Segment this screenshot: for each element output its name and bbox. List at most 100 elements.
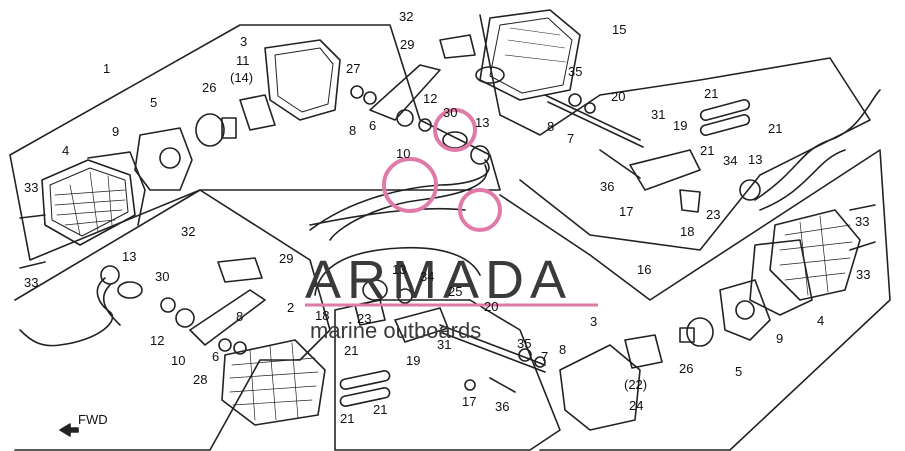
callout-c24: 24 — [629, 398, 643, 413]
callout-c35a: 35 — [568, 64, 582, 79]
callout-c8b: 8 — [547, 119, 554, 134]
callout-c22: (22) — [624, 377, 647, 392]
gasket-9-front-right — [87, 151, 146, 226]
stay-27 — [369, 64, 441, 121]
callout-c10a: 10 — [396, 146, 410, 161]
callout-c31a: 31 — [651, 107, 665, 122]
callout-c33b: 33 — [24, 275, 38, 290]
callout-c2: 2 — [287, 300, 294, 315]
callout-c17b: 17 — [462, 394, 476, 409]
lamp-lens-4-front-left — [221, 339, 326, 426]
housing-3-rear-left — [559, 344, 641, 431]
callout-c12a: 12 — [423, 91, 437, 106]
forward-arrow-icon — [59, 423, 79, 437]
callout-c32b: 32 — [181, 224, 195, 239]
callout-c23b: 23 — [357, 311, 371, 326]
callout-c21b: 21 — [768, 121, 782, 136]
callout-c21e: 21 — [340, 411, 354, 426]
group-frame-front-left — [14, 189, 331, 451]
socket-11 — [239, 94, 276, 131]
callout-c18a: 18 — [680, 224, 694, 239]
callout-c36b: 36 — [495, 399, 509, 414]
callout-c13c: 13 — [122, 249, 136, 264]
shaft-20-rear-left — [439, 324, 546, 366]
callout-c36a: 36 — [600, 179, 614, 194]
callout-c28: 28 — [193, 372, 207, 387]
bracket-29-left — [217, 257, 263, 283]
callout-c9b: 9 — [776, 331, 783, 346]
callout-c21f: 21 — [373, 402, 387, 417]
callout-c8c: 8 — [236, 309, 243, 324]
callout-c32a: 32 — [399, 9, 413, 24]
bracket-29-top — [439, 34, 476, 59]
wire-harness-left — [19, 277, 114, 347]
base-plate-5-front-right — [134, 127, 193, 191]
lamp-lens-4-rear-left — [769, 209, 861, 301]
callout-c30b: 30 — [155, 269, 169, 284]
callout-c19b: 19 — [406, 353, 420, 368]
group-frame-front-right — [9, 24, 501, 261]
callout-c12b: 12 — [150, 333, 164, 348]
callout-c9a: 9 — [112, 124, 119, 139]
callout-c8d: 8 — [559, 342, 566, 357]
callout-c33a: 33 — [24, 180, 38, 195]
callout-c29b: 29 — [279, 251, 293, 266]
callout-cfwd: FWD — [78, 412, 108, 427]
bracket-19-rear-right — [629, 149, 701, 191]
callout-c7a: 7 — [567, 131, 574, 146]
group-frame-rear-left — [334, 299, 561, 451]
stay-28 — [189, 289, 266, 346]
callout-c11: 11 — [236, 53, 250, 68]
callout-c1: 1 — [103, 61, 110, 76]
callout-c20b: 20 — [484, 299, 498, 314]
callout-c7b: 7 — [541, 349, 548, 364]
callout-c34a: 34 — [723, 153, 737, 168]
callout-c17a: 17 — [619, 204, 633, 219]
plate-21-rear-right — [699, 99, 751, 121]
callout-c30a: 30 — [443, 105, 457, 120]
callout-c31b: 31 — [437, 337, 451, 352]
callout-c21c: 21 — [700, 143, 714, 158]
grommet-30-front-right — [442, 131, 468, 149]
callout-c21d: 21 — [344, 343, 358, 358]
callout-c13a: 13 — [475, 115, 489, 130]
callout-c3b: 3 — [590, 314, 597, 329]
callout-c6a: 6 — [369, 118, 376, 133]
watermark: ARMADA marine outboards — [305, 108, 598, 343]
callout-c4a: 4 — [62, 143, 69, 158]
callout-c4b: 4 — [817, 313, 824, 328]
callout-c29a: 29 — [400, 37, 414, 52]
gasket-9-rear-left — [749, 239, 813, 316]
callout-c33d: 33 — [856, 267, 870, 282]
watermark-brand: ARMADA — [305, 250, 572, 310]
callout-c13b: 13 — [748, 152, 762, 167]
callout-c8a: 8 — [349, 123, 356, 138]
group-frame-rear-right — [479, 14, 871, 251]
callout-c5b: 5 — [735, 364, 742, 379]
callout-c26a: 26 — [202, 80, 216, 95]
callout-c16: 16 — [637, 262, 651, 277]
callout-c3a: 3 — [240, 34, 247, 49]
wire-center-loop — [314, 246, 481, 296]
watermark-logo-icon — [382, 108, 502, 232]
callout-c13d: 13 — [392, 262, 406, 277]
callout-c25: 25 — [448, 284, 462, 299]
watermark-tagline: marine outboards — [310, 318, 481, 343]
group-frame-center — [499, 149, 891, 451]
callout-c6b: 6 — [212, 349, 219, 364]
callout-c27: 27 — [346, 61, 360, 76]
callout-c20a: 20 — [611, 89, 625, 104]
callout-c10b: 10 — [171, 353, 185, 368]
callout-c15: 15 — [612, 22, 626, 37]
wire-right-long — [754, 89, 881, 201]
callout-c23: 23 — [706, 207, 720, 222]
shaft-20-rear-right — [544, 94, 641, 141]
housing-3-front-right — [264, 39, 341, 121]
base-plate-5-rear-left — [719, 279, 771, 341]
callout-c35b: 35 — [517, 336, 531, 351]
callout-c18b: 18 — [315, 308, 329, 323]
callout-c19a: 19 — [673, 118, 687, 133]
callout-c14: (14) — [230, 70, 253, 85]
